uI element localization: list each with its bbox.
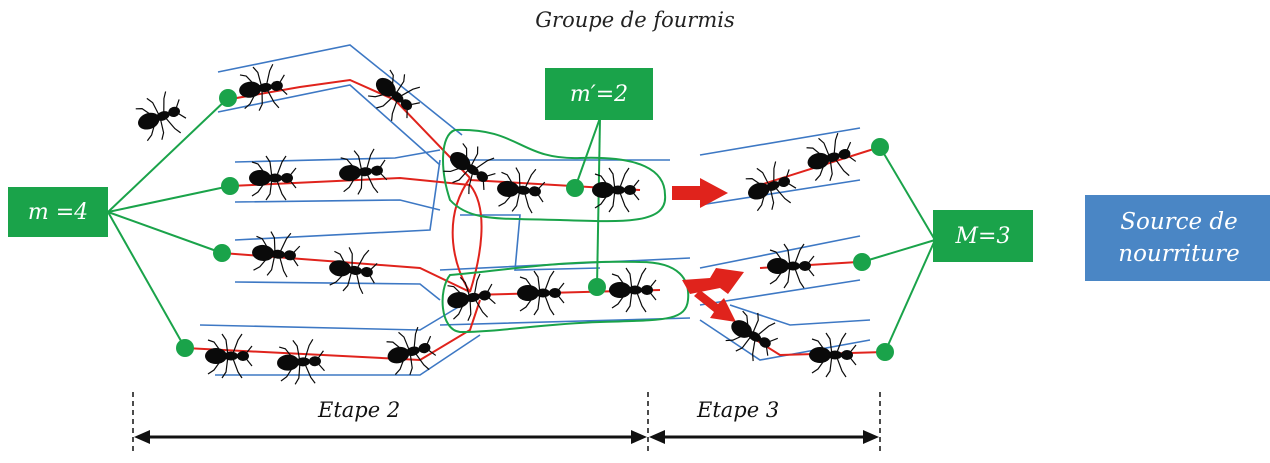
node — [876, 343, 894, 361]
arrow-up-right — [682, 268, 744, 294]
node — [221, 177, 239, 195]
ant-icon — [339, 148, 388, 195]
step-dimensions — [132, 392, 881, 455]
connector-lines — [107, 97, 936, 353]
ant-icon — [252, 231, 301, 278]
node — [853, 253, 871, 271]
label-m-prime: m′=2 — [545, 68, 653, 120]
label-m: m =4 — [8, 187, 108, 237]
trail-bottom — [184, 299, 481, 362]
arrow-down-right — [694, 290, 736, 322]
food-source-box: Source de nourriture — [1085, 195, 1270, 281]
tube-third — [234, 159, 441, 301]
ant-icon — [767, 243, 815, 289]
node — [219, 89, 237, 107]
source-line2: nourriture — [1118, 241, 1240, 267]
tube-top — [217, 44, 463, 166]
tube-junction-up — [450, 159, 670, 271]
node — [213, 244, 231, 262]
ant-icon — [443, 143, 496, 195]
ant-icon — [249, 155, 297, 201]
nodes — [176, 89, 894, 361]
node — [566, 179, 584, 197]
group-upper — [442, 128, 667, 223]
ant-icon — [447, 273, 496, 321]
ant-icon — [277, 338, 325, 385]
source-line1: Source de — [1120, 209, 1238, 235]
ant-icon — [809, 332, 857, 378]
ant-icon — [592, 167, 640, 213]
group-outlines — [441, 128, 690, 334]
ant-icon — [517, 270, 565, 316]
red-arrows — [672, 178, 744, 322]
group-lower — [441, 260, 690, 334]
ant-icon — [725, 310, 779, 362]
tube-right-mid — [699, 235, 861, 306]
ant-icon — [745, 161, 797, 212]
ant-icon — [368, 69, 421, 121]
ant-icon — [497, 167, 546, 214]
arrow-right — [672, 178, 728, 208]
diagram-title: Groupe de fourmis — [535, 8, 735, 32]
trail-top — [224, 78, 471, 179]
ant-icon — [386, 326, 437, 375]
ant-icon — [329, 247, 378, 294]
ant-icon — [806, 132, 857, 181]
ant-icon — [205, 333, 253, 379]
label-M: M=3 — [933, 210, 1033, 262]
tube-right-low — [699, 304, 871, 361]
step-arrowheads — [134, 430, 879, 444]
node — [176, 339, 194, 357]
node — [871, 138, 889, 156]
trail-second — [229, 176, 471, 187]
tube-bottom — [199, 299, 481, 376]
ant-icon — [609, 267, 657, 313]
ant-icon — [239, 64, 288, 111]
ant-icon — [135, 91, 187, 142]
tube-second — [234, 149, 441, 211]
ants — [135, 64, 857, 385]
node — [588, 278, 606, 296]
step-2-label: Etape 2 — [318, 398, 401, 422]
step-3-label: Etape 3 — [697, 398, 780, 422]
